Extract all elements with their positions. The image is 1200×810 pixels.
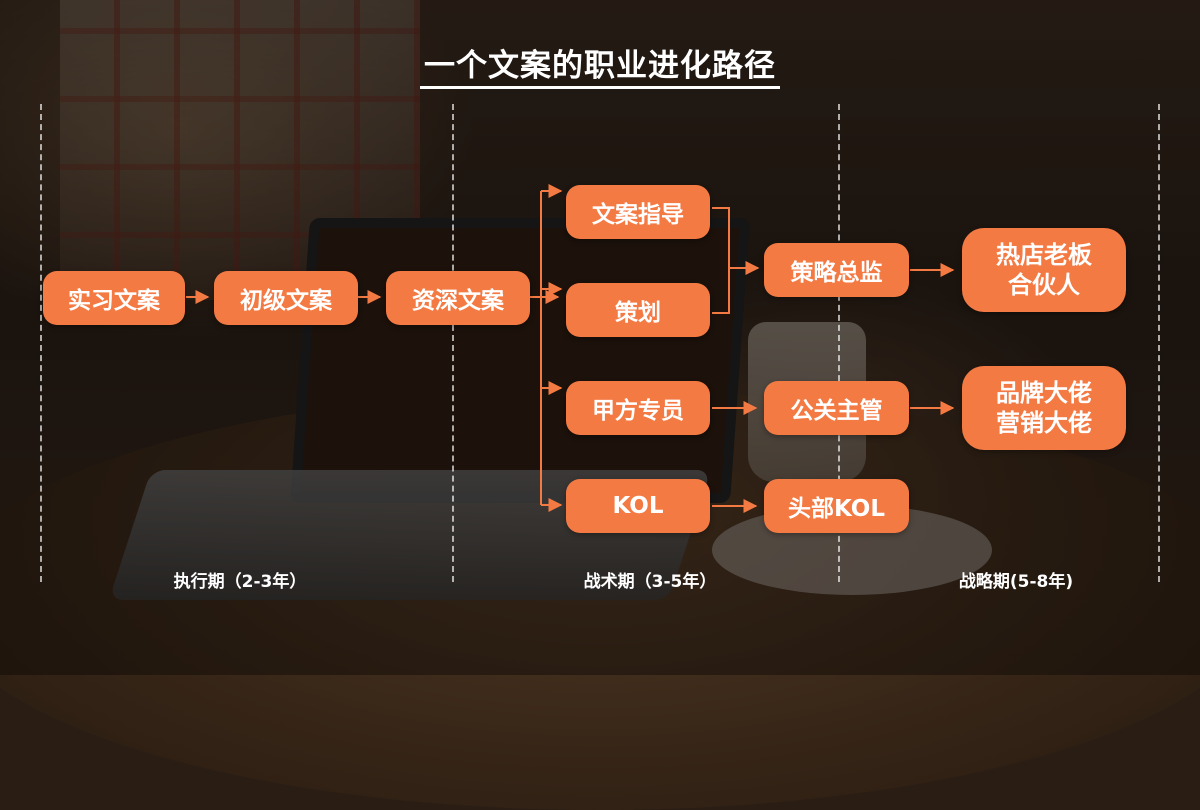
dark-overlay — [0, 0, 1200, 675]
node-client-specialist: 甲方专员 — [566, 381, 710, 435]
phase-label-tactical: 战术期（3-5年） — [583, 572, 717, 592]
node-strategy-director: 策略总监 — [764, 243, 909, 297]
node-agency-partner: 热店老板 合伙人 — [962, 228, 1126, 312]
node-junior-copywriter: 初级文案 — [214, 271, 358, 325]
node-intern-copywriter: 实习文案 — [43, 271, 185, 325]
node-senior-copywriter: 资深文案 — [386, 271, 530, 325]
phase-divider — [452, 104, 454, 582]
node-agency-partner-line1: 热店老板 — [996, 241, 1092, 269]
node-brand-leader-line2: 营销大佬 — [996, 409, 1092, 437]
node-brand-leader: 品牌大佬 营销大佬 — [962, 366, 1126, 450]
node-top-kol: 头部KOL — [764, 479, 909, 533]
diagram-title-text: 一个文案的职业进化路径 — [420, 48, 780, 89]
node-pr-manager: 公关主管 — [764, 381, 909, 435]
merge-bracket — [712, 207, 730, 314]
node-copy-director: 文案指导 — [566, 185, 710, 239]
phase-divider — [40, 104, 42, 582]
phase-divider — [838, 104, 840, 582]
node-kol: KOL — [566, 479, 710, 533]
node-brand-leader-line1: 品牌大佬 — [996, 379, 1092, 407]
phase-label-strategic: 战略期(5-8年) — [958, 572, 1074, 592]
connector-lines — [186, 184, 955, 513]
phase-label-execution: 执行期（2-3年） — [173, 572, 307, 592]
diagram-title: 一个文案的职业进化路径 — [0, 40, 1200, 89]
phase-divider — [1158, 104, 1160, 582]
node-agency-partner-line2: 合伙人 — [1008, 271, 1080, 299]
node-planning: 策划 — [566, 283, 710, 337]
